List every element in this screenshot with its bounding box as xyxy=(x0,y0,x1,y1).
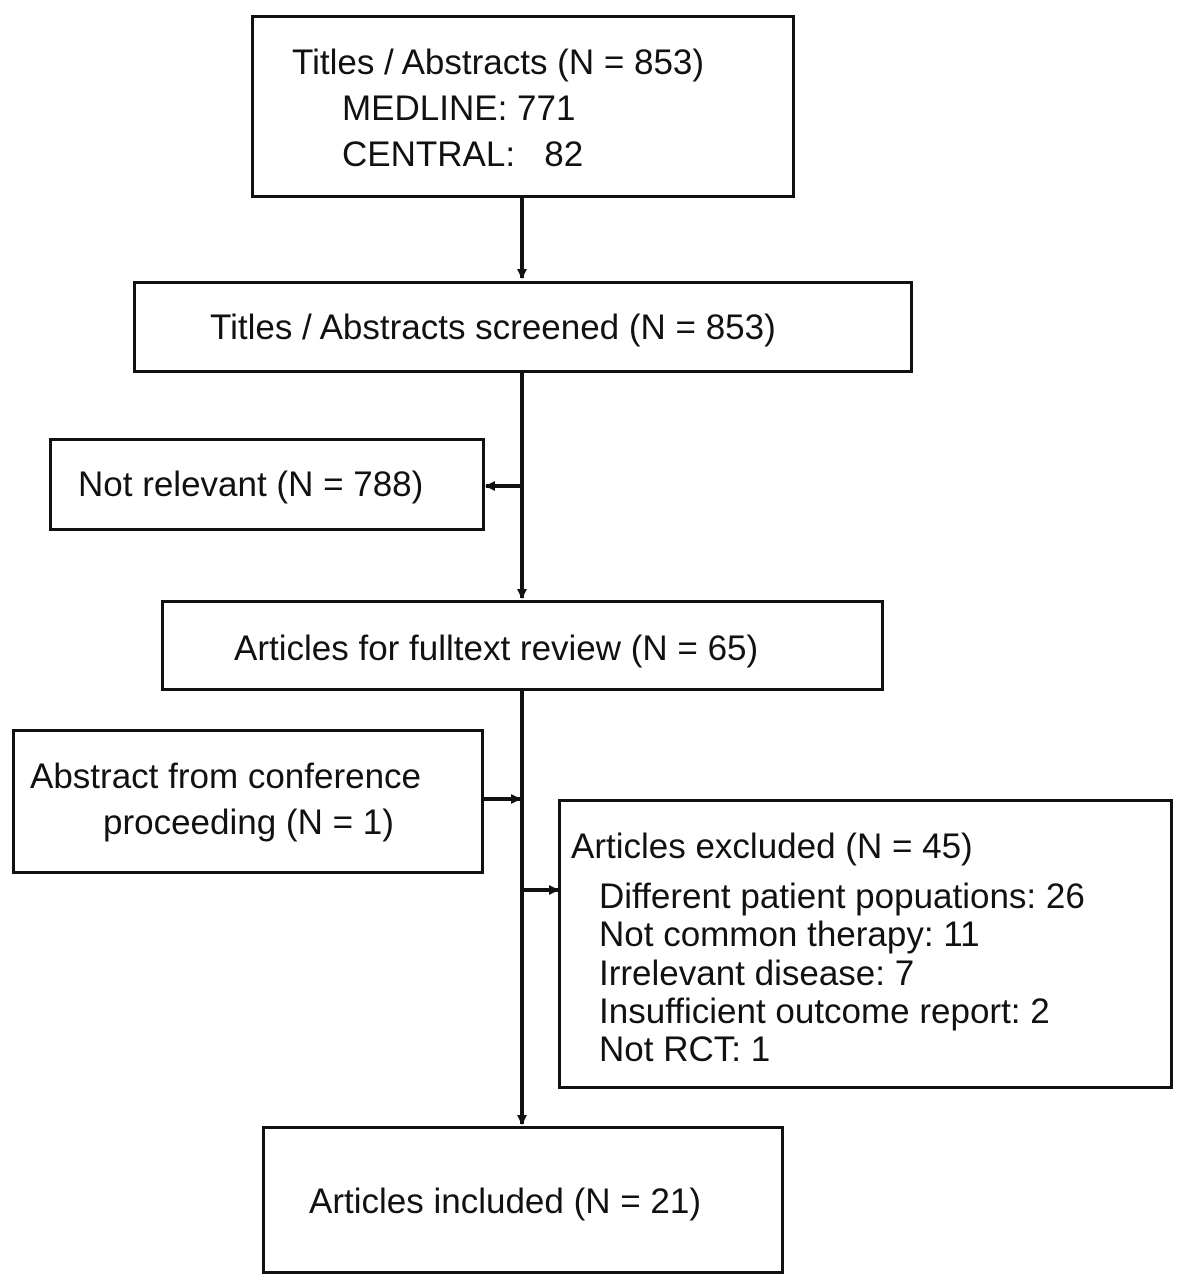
conference-line-2: proceeding (N = 1) xyxy=(103,803,394,842)
excluded-title: Articles excluded (N = 45) xyxy=(571,827,973,866)
screened-box: Titles / Abstracts screened (N = 853) xyxy=(133,281,913,373)
exclusion-reason: Insufficient outcome report: 2 xyxy=(599,992,1050,1031)
exclusion-reason: Different patient popuations: 26 xyxy=(599,877,1085,916)
fulltext-review-box: Articles for fulltext review (N = 65) xyxy=(161,600,884,691)
exclusion-reason: Not RCT: 1 xyxy=(599,1030,771,1069)
conference-line-1: Abstract from conference xyxy=(30,757,421,796)
identified-records-box: Titles / Abstracts (N = 853) MEDLINE: 77… xyxy=(251,15,795,198)
excluded-articles-box: Articles excluded (N = 45) Different pat… xyxy=(558,799,1173,1089)
medline-count: MEDLINE: 771 xyxy=(342,89,576,128)
conference-abstract-box: Abstract from conference proceeding (N =… xyxy=(12,729,484,874)
included-articles-box: Articles included (N = 21) xyxy=(262,1126,784,1274)
screened-title: Titles / Abstracts screened (N = 853) xyxy=(210,308,776,347)
exclusion-reason: Irrelevant disease: 7 xyxy=(599,954,915,993)
central-count: CENTRAL: 82 xyxy=(342,135,584,174)
not-relevant-title: Not relevant (N = 788) xyxy=(78,465,424,504)
identified-title: Titles / Abstracts (N = 853) xyxy=(292,43,705,82)
not-relevant-box: Not relevant (N = 788) xyxy=(49,438,485,531)
fulltext-title: Articles for fulltext review (N = 65) xyxy=(234,629,759,668)
exclusion-reason: Not common therapy: 11 xyxy=(599,915,980,954)
included-title: Articles included (N = 21) xyxy=(309,1182,701,1221)
